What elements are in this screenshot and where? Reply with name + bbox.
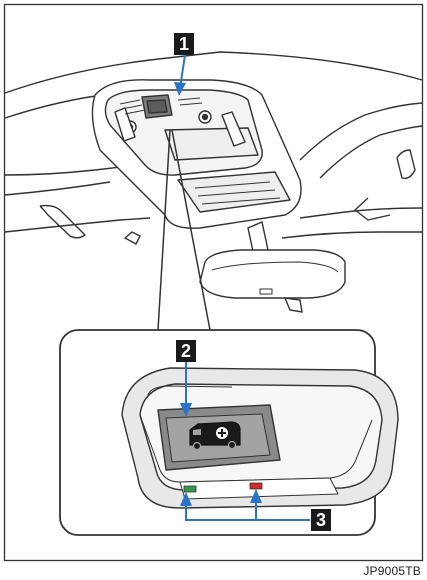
callout-2-badge: 2 bbox=[176, 340, 196, 362]
green-indicator-light bbox=[184, 486, 196, 492]
red-indicator-light bbox=[250, 483, 262, 489]
zoomed-console bbox=[122, 368, 398, 508]
ambulance-icon[interactable] bbox=[190, 422, 240, 450]
callout-1-badge: 1 bbox=[174, 33, 194, 55]
callout-3-badge: 3 bbox=[311, 509, 331, 531]
figure-code: JP9005TB bbox=[363, 564, 421, 578]
